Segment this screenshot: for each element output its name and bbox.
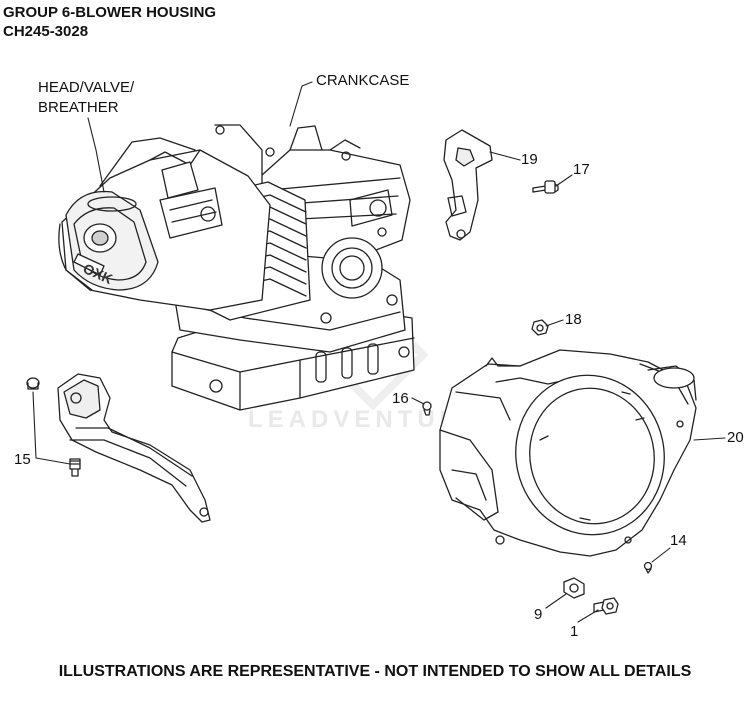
part-15-air-guide	[26, 373, 211, 523]
engine-assembly	[58, 124, 415, 411]
callout-part-1: 1	[570, 623, 579, 640]
callout-part-14: 14	[670, 532, 687, 549]
disclaimer-footer: ILLUSTRATIONS ARE REPRESENTATIVE - NOT I…	[58, 663, 692, 680]
watermark: LEADVENTURE	[248, 406, 484, 433]
callout-part-9: 9	[534, 606, 543, 623]
callout-part-20: 20	[727, 429, 744, 446]
callout-part-17: 17	[573, 161, 590, 178]
callout-part-19: 19	[521, 151, 538, 168]
part-1-bolt	[593, 597, 619, 615]
diagram-title: GROUP 6-BLOWER HOUSING	[3, 4, 217, 21]
callout-part-15: 15	[14, 451, 31, 468]
part-19-bracket	[443, 129, 493, 241]
callout-part-18: 18	[565, 311, 582, 328]
part-17-screw	[532, 180, 559, 194]
callout-crankcase: CRANKCASE	[316, 72, 410, 89]
part-16-screw	[422, 401, 432, 416]
leader-lines	[32, 81, 726, 623]
callout-head-valve-breather-line1: HEAD/VALVE/	[38, 79, 135, 96]
callout-part-16: 16	[392, 390, 409, 407]
callout-head-valve-breather-line2: BREATHER	[38, 99, 119, 116]
part-18-nut	[531, 319, 549, 336]
part-9-nut	[563, 577, 585, 599]
model-number: CH245-3028	[3, 23, 89, 40]
part-14-screw	[643, 561, 653, 574]
part-20-blower-housing	[439, 349, 697, 557]
